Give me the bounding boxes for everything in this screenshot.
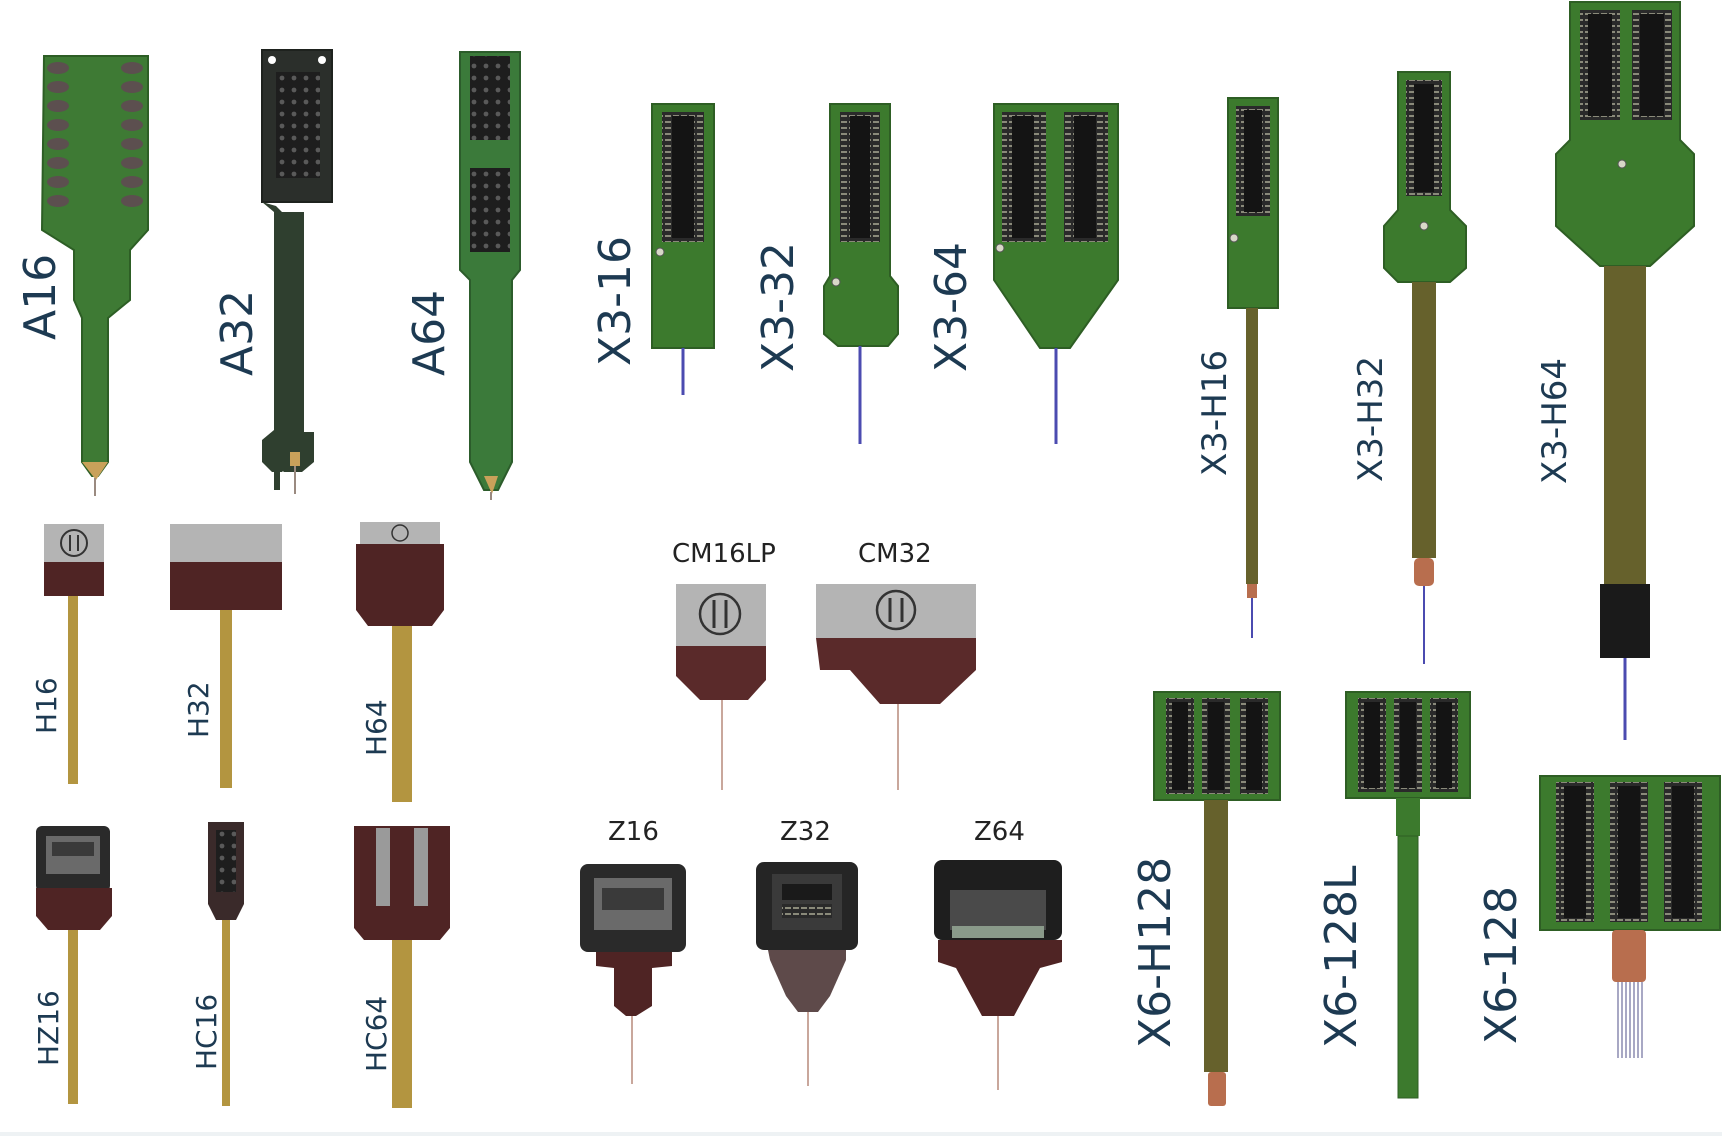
probe-x3-32: [823, 103, 899, 444]
label-h32: H32: [182, 681, 215, 738]
probe-x3-h32: [1383, 71, 1467, 664]
probe-a32: [261, 49, 333, 494]
headstage-hc64: [354, 826, 450, 1108]
probe-x6-128: [1539, 775, 1721, 1058]
label-x6-h128: X6-H128: [1130, 857, 1181, 1048]
headstage-z32: [756, 862, 858, 1086]
label-x3-h64: X3-H64: [1535, 358, 1575, 484]
bottom-border: [0, 1132, 1722, 1136]
label-x3-h32: X3-H32: [1351, 356, 1391, 482]
headstage-hc16: [208, 822, 244, 1106]
label-x3-32: X3-32: [753, 242, 804, 372]
label-x6-128l: X6-128L: [1316, 865, 1367, 1048]
headstage-h16: [44, 524, 104, 784]
label-a32: A32: [212, 290, 263, 376]
headstage-h32: [170, 524, 282, 788]
headstage-h64: [356, 522, 444, 802]
probe-a16: [40, 55, 149, 496]
label-x6-128: X6-128: [1476, 886, 1527, 1044]
probe-a64: [459, 51, 521, 500]
headstage-z64: [934, 860, 1062, 1090]
label-x3-64: X3-64: [926, 242, 977, 372]
probe-x3-64: [993, 103, 1119, 444]
label-hz16: HZ16: [32, 990, 65, 1066]
label-h64: H64: [360, 699, 393, 756]
label-z16: Z16: [608, 817, 659, 847]
label-hc64: HC64: [360, 996, 393, 1072]
label-h16: H16: [30, 677, 63, 734]
label-hc16: HC16: [190, 994, 223, 1070]
probe-x6-h128: [1153, 691, 1281, 1106]
headstage-z16: [580, 864, 686, 1084]
label-z32: Z32: [780, 817, 831, 847]
label-a16: A16: [15, 254, 66, 340]
label-z64: Z64: [974, 817, 1025, 847]
label-x3-16: X3-16: [590, 236, 641, 366]
probe-x3-h16: [1227, 97, 1279, 638]
label-a64: A64: [404, 290, 455, 376]
label-cm16lp: CM16LP: [672, 539, 776, 569]
label-x3-h16: X3-H16: [1195, 350, 1235, 476]
label-cm32: CM32: [858, 539, 932, 569]
headstage-hz16: [36, 826, 112, 1104]
headstage-cm32: [816, 584, 976, 790]
probe-x3-16: [651, 103, 715, 395]
headstage-cm16lp: [676, 584, 766, 790]
probe-x3-h64: [1555, 1, 1695, 740]
probe-x6-128l: [1345, 691, 1471, 1099]
